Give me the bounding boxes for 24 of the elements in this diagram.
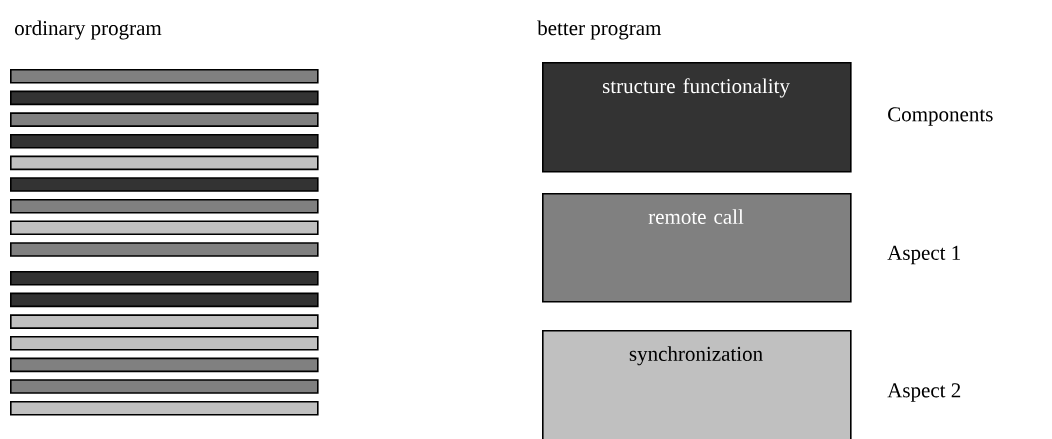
stripe-bar xyxy=(10,177,319,192)
stripe-bar xyxy=(10,69,319,84)
stripe-bar xyxy=(10,335,319,351)
component-box: structure functionality xyxy=(542,62,852,173)
stripe-bar xyxy=(10,90,319,106)
heading: ordinary program xyxy=(15,20,162,40)
component-box: remote call xyxy=(542,193,852,303)
side-label: Components xyxy=(888,107,993,126)
stripe-bar xyxy=(10,357,319,373)
side-label: Aspect 1 xyxy=(887,245,960,265)
stripe-bar xyxy=(10,271,319,286)
stripe-bar xyxy=(10,198,319,214)
component-box: synchronization xyxy=(542,330,852,439)
stripe-bar xyxy=(10,155,319,171)
side-label: Aspect 2 xyxy=(887,383,961,402)
stripe-bar xyxy=(10,292,319,308)
stripe-bar xyxy=(10,220,319,236)
stripe-bar xyxy=(10,133,319,149)
stripe-bar xyxy=(10,400,319,416)
stripe-bar xyxy=(10,379,319,394)
heading: better program xyxy=(537,20,662,40)
stripe-bar xyxy=(10,112,319,127)
stripe-bar xyxy=(10,242,319,257)
stripe-bar xyxy=(10,314,319,329)
